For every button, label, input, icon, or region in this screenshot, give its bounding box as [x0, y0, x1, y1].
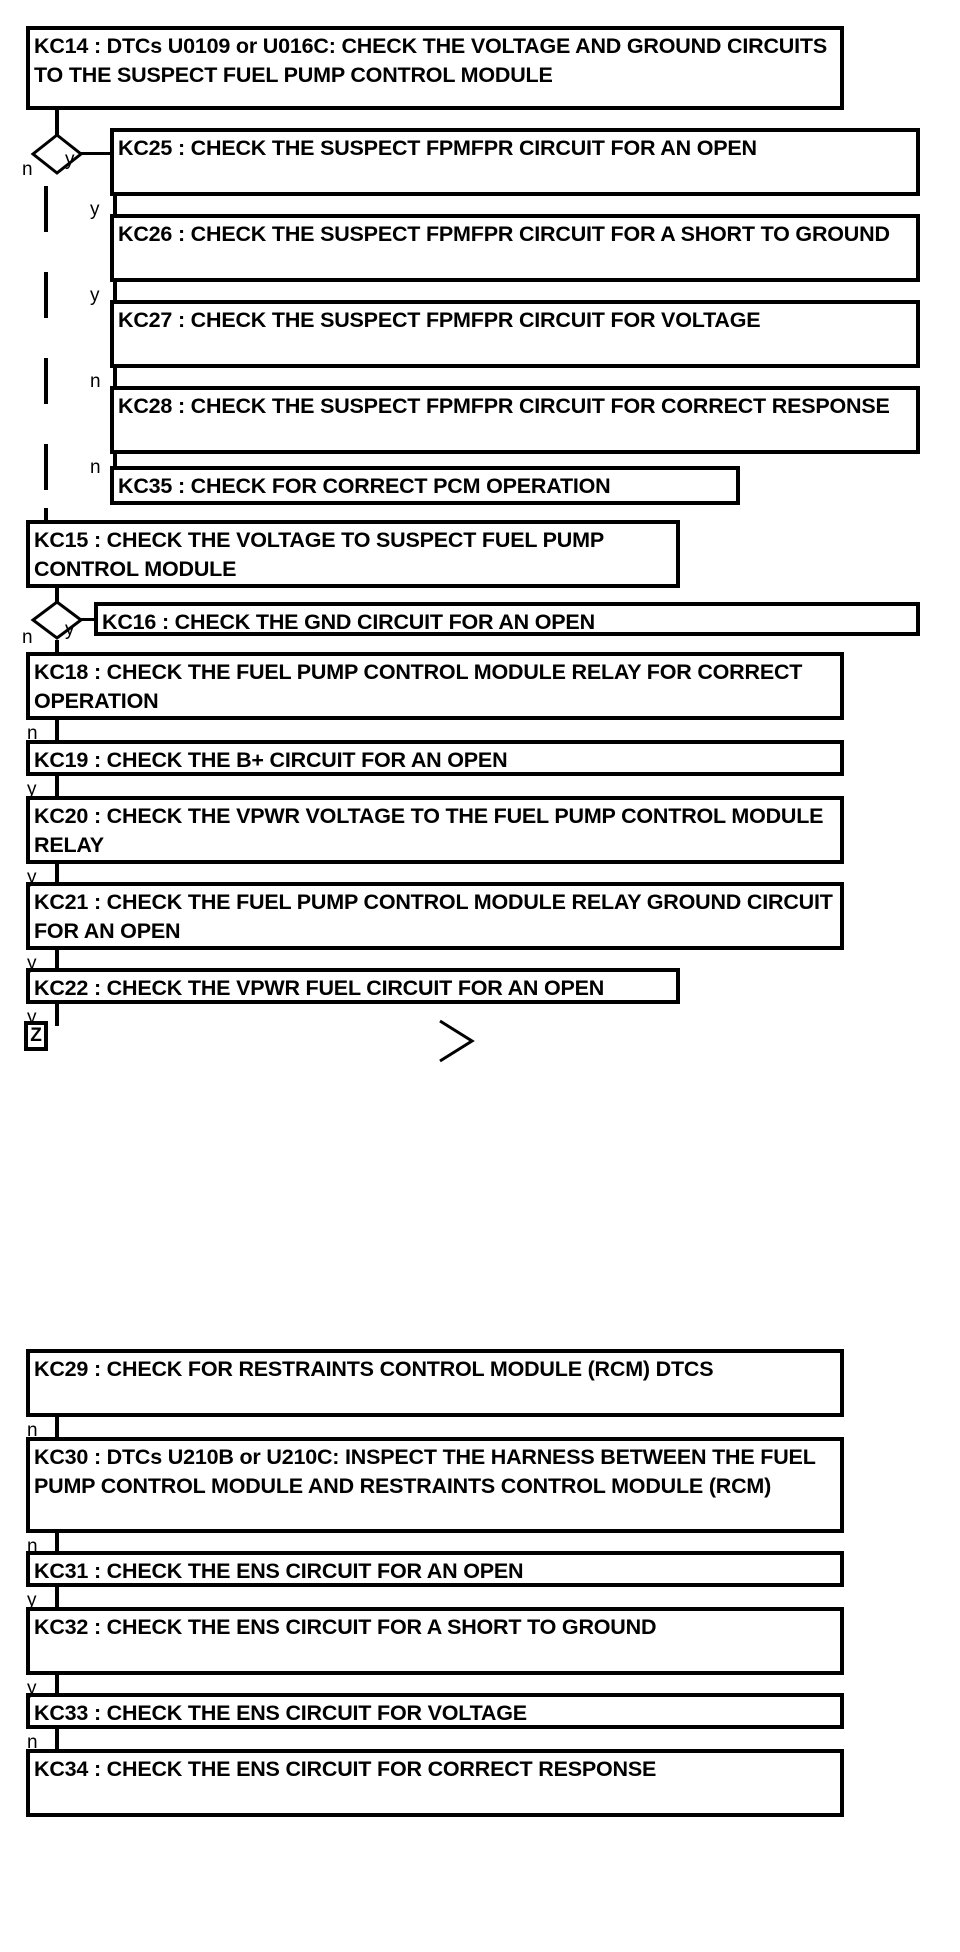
node-kc32[interactable]: KC32 : CHECK THE ENS CIRCUIT FOR A SHORT… — [26, 1607, 844, 1675]
edge-n-branch-seg3 — [44, 358, 48, 404]
node-kc33[interactable]: KC33 : CHECK THE ENS CIRCUIT FOR VOLTAGE — [26, 1693, 844, 1729]
edge-kc20-to-kc21 — [55, 864, 59, 886]
edge-kc18-to-kc19 — [55, 720, 59, 742]
edge-kc19-to-kc20 — [55, 776, 59, 798]
node-kc28[interactable]: KC28 : CHECK THE SUSPECT FPMFPR CIRCUIT … — [110, 386, 920, 454]
branch-label-kc19-y: y — [27, 779, 37, 800]
branch-label-kc30-n: n — [27, 1536, 38, 1557]
edge-kc21-to-kc22 — [55, 950, 59, 972]
edge-kc22-to-connector-z — [55, 1004, 59, 1026]
branch-label-kc27-n: n — [90, 371, 101, 392]
page-break-chevron-icon — [432, 1015, 482, 1067]
edge-kc29-to-kc30 — [55, 1417, 59, 1439]
edge-kc30-to-kc31 — [55, 1533, 59, 1555]
branch-label-kc31-y: y — [27, 1590, 37, 1611]
node-kc25[interactable]: KC25 : CHECK THE SUSPECT FPMFPR CIRCUIT … — [110, 128, 920, 196]
node-kc31[interactable]: KC31 : CHECK THE ENS CIRCUIT FOR AN OPEN — [26, 1551, 844, 1587]
edge-kc26-to-kc27 — [113, 282, 117, 308]
edge-kc15-to-decision2 — [55, 588, 59, 612]
branch-label-kc20-y: y — [27, 867, 37, 888]
edge-kc31-to-kc32 — [55, 1587, 59, 1609]
edge-kc33-to-kc34 — [55, 1729, 59, 1751]
node-kc34[interactable]: KC34 : CHECK THE ENS CIRCUIT FOR CORRECT… — [26, 1749, 844, 1817]
branch-label-decision1-y: y — [65, 149, 75, 170]
branch-label-kc33-n: n — [27, 1732, 38, 1753]
node-kc21[interactable]: KC21 : CHECK THE FUEL PUMP CONTROL MODUL… — [26, 882, 844, 950]
node-kc27[interactable]: KC27 : CHECK THE SUSPECT FPMFPR CIRCUIT … — [110, 300, 920, 368]
branch-label-kc22-y: y — [27, 1007, 37, 1028]
decision-diamond-2[interactable] — [30, 600, 84, 640]
branch-label-kc32-y: y — [27, 1678, 37, 1699]
node-kc16[interactable]: KC16 : CHECK THE GND CIRCUIT FOR AN OPEN — [94, 602, 920, 636]
node-kc29[interactable]: KC29 : CHECK FOR RESTRAINTS CONTROL MODU… — [26, 1349, 844, 1417]
node-kc35[interactable]: KC35 : CHECK FOR CORRECT PCM OPERATION — [110, 466, 740, 505]
node-kc14[interactable]: KC14 : DTCs U0109 or U016C: CHECK THE VO… — [26, 26, 844, 110]
branch-label-kc21-y: y — [27, 953, 37, 974]
node-kc30[interactable]: KC30 : DTCs U210B or U210C: INSPECT THE … — [26, 1437, 844, 1533]
edge-decision2-to-kc18 — [55, 640, 59, 658]
node-kc22[interactable]: KC22 : CHECK THE VPWR FUEL CIRCUIT FOR A… — [26, 968, 680, 1004]
edge-n-branch-seg1 — [44, 186, 48, 232]
edge-decision2-to-kc16 — [80, 618, 98, 621]
node-kc18[interactable]: KC18 : CHECK THE FUEL PUMP CONTROL MODUL… — [26, 652, 844, 720]
branch-label-decision1-n: n — [22, 159, 33, 180]
node-kc19[interactable]: KC19 : CHECK THE B+ CIRCUIT FOR AN OPEN — [26, 740, 844, 776]
node-kc26[interactable]: KC26 : CHECK THE SUSPECT FPMFPR CIRCUIT … — [110, 214, 920, 282]
branch-label-kc28-n: n — [90, 457, 101, 478]
connector-z[interactable]: Z — [24, 1021, 48, 1051]
branch-label-kc29-n: n — [27, 1420, 38, 1441]
node-kc15[interactable]: KC15 : CHECK THE VOLTAGE TO SUSPECT FUEL… — [26, 520, 680, 588]
edge-kc27-to-kc28 — [113, 368, 117, 394]
branch-label-kc25-y: y — [90, 199, 100, 220]
branch-label-kc26-y: y — [90, 285, 100, 306]
edge-n-branch-seg2 — [44, 272, 48, 318]
decision-diamond-1[interactable] — [30, 132, 84, 176]
edge-kc25-to-kc26 — [113, 196, 117, 222]
node-kc20[interactable]: KC20 : CHECK THE VPWR VOLTAGE TO THE FUE… — [26, 796, 844, 864]
edge-kc32-to-kc33 — [55, 1675, 59, 1697]
branch-label-decision2-n: n — [22, 627, 33, 648]
edge-n-branch-seg4 — [44, 444, 48, 490]
branch-label-decision2-y: y — [65, 619, 75, 640]
branch-label-kc18-n: n — [27, 723, 38, 744]
edge-decision1-to-kc25 — [80, 152, 114, 155]
